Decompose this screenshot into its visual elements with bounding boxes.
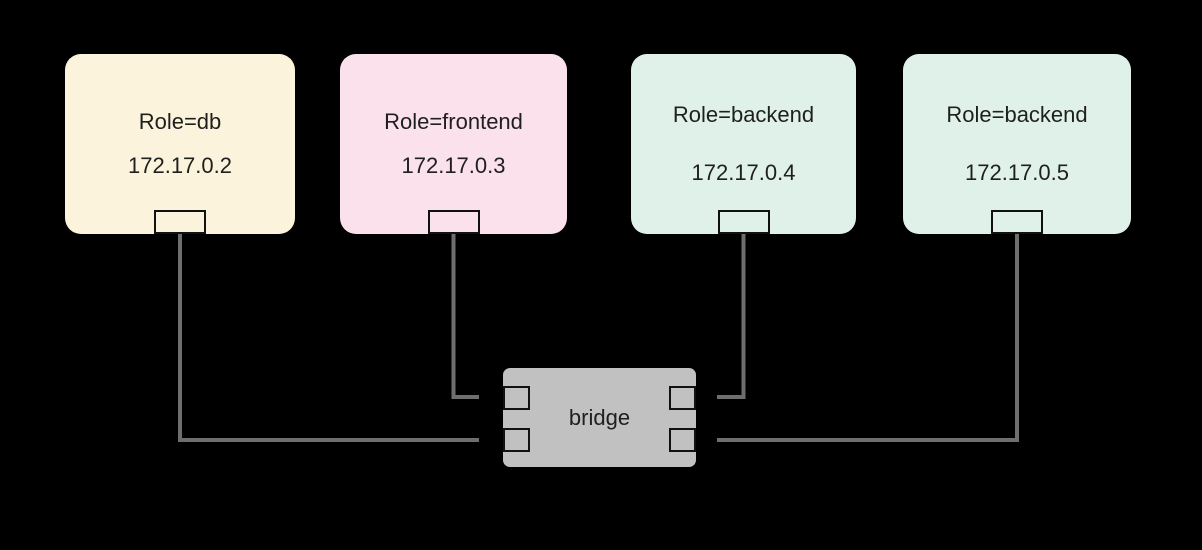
bridge-port-right-bottom-icon [669,428,696,452]
container-node-frontend: Role=frontend 172.17.0.3 [340,54,567,234]
node-role-label: Role=backend [672,102,815,127]
bridge-port-left-bottom-icon [503,428,530,452]
nic-port-icon [427,210,480,234]
container-node-db: Role=db 172.17.0.2 [65,54,295,234]
node-role-label: Role=backend [946,102,1088,127]
bridge-port-right-top-icon [669,386,696,410]
bridge-node: bridge [503,368,696,467]
bridge-port-left-top-icon [503,386,530,410]
nic-port-icon [991,210,1043,234]
edge-frontend-to-bridge [451,234,479,399]
node-ip-label: 172.17.0.5 [965,160,1069,185]
edge-db-to-bridge [178,234,479,442]
nic-port-icon [154,210,206,234]
container-node-backend-1: Role=backend 172.17.0.4 [631,54,856,234]
node-role-label: Role=frontend [384,109,523,134]
node-ip-label: 172.17.0.2 [128,153,232,178]
node-ip-label: 172.17.0.3 [401,153,506,178]
edge-backend1-to-bridge [717,234,746,399]
node-role-label: Role=db [138,109,222,134]
node-ip-label: 172.17.0.4 [691,160,796,185]
container-node-backend-2: Role=backend 172.17.0.5 [903,54,1131,234]
edge-backend2-to-bridge [717,234,1019,442]
bridge-label: bridge [568,404,631,430]
nic-port-icon [717,210,770,234]
